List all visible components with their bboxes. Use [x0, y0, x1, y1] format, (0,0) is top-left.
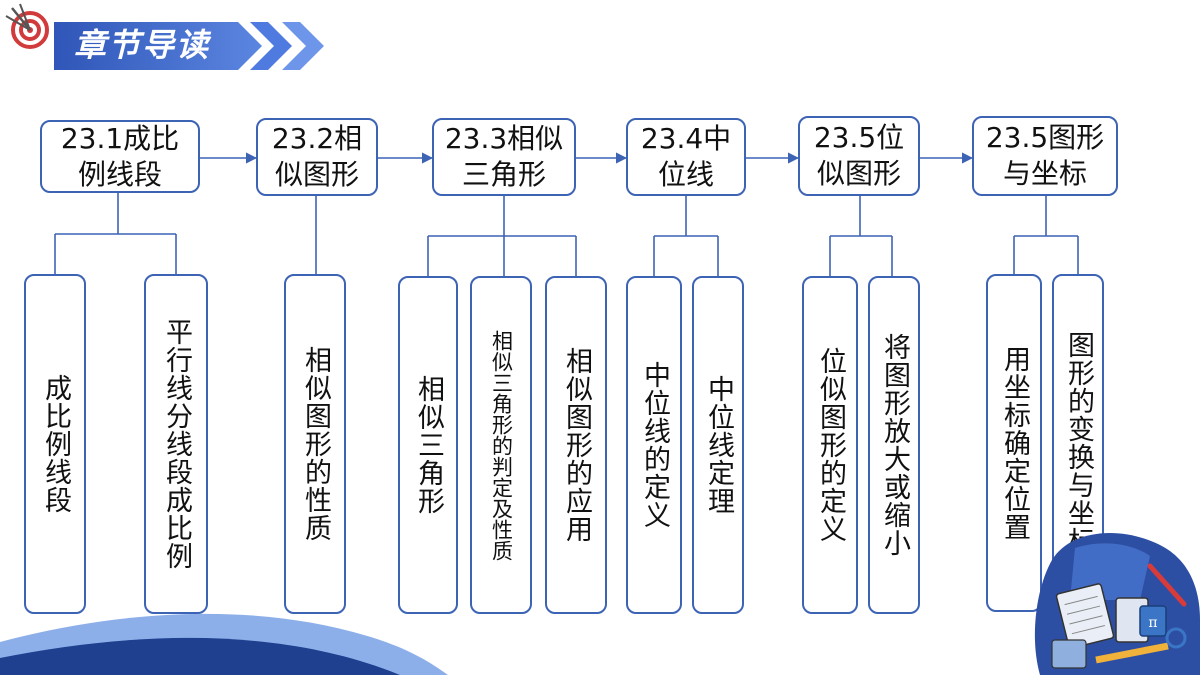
- chapter-label: 23.2相似图形: [271, 122, 363, 191]
- topic-node: 用坐标确定位置: [986, 274, 1042, 612]
- topic-label: 平行线分线段成比例: [161, 318, 192, 570]
- topic-node: 将图形放大或缩小: [868, 276, 920, 614]
- topic-label: 图形的变换与坐标: [1063, 331, 1094, 555]
- chevron-icon: [282, 22, 324, 70]
- topic-label: 中位线的定义: [639, 361, 670, 529]
- topic-label: 将图形放大或缩小: [879, 333, 910, 557]
- chapter-label: 23.1成比例线段: [60, 121, 180, 191]
- topic-node: 图形的变换与坐标: [1052, 274, 1104, 612]
- topic-label: 用坐标确定位置: [999, 345, 1030, 541]
- chapter-node-23-4: 23.4中位线: [626, 118, 746, 196]
- chapter-node-23-2: 23.2相似图形: [256, 118, 378, 196]
- topic-label: 位似图形的定义: [815, 347, 846, 543]
- chapter-label: 23.3相似三角形: [444, 122, 564, 191]
- chapter-label: 23.5图形与坐标: [985, 121, 1105, 190]
- header-banner: [5, 3, 324, 70]
- chapter-node-23-3: 23.3相似三角形: [432, 118, 576, 196]
- topic-label: 相似图形的应用: [561, 347, 592, 543]
- topic-node: 相似图形的应用: [545, 276, 607, 614]
- chapter-label: 23.4中位线: [640, 122, 732, 191]
- title-bar-shape: [54, 22, 262, 70]
- section-title: 章节导读: [74, 26, 211, 64]
- topic-label: 中位线定理: [703, 375, 734, 515]
- chapter-label: 23.5位似图形: [813, 121, 905, 190]
- chapter-node-23-1: 23.1成比例线段: [40, 120, 200, 193]
- topic-node: 相似图形的性质: [284, 274, 346, 614]
- topic-label: 相似三角形的判定及性质: [489, 329, 514, 561]
- chevron-icon: [250, 22, 292, 70]
- topic-label: 相似图形的性质: [300, 346, 331, 542]
- topic-node: 相似三角形的判定及性质: [470, 276, 532, 614]
- topic-label: 成比例线段: [40, 374, 71, 514]
- topic-node: 中位线定理: [692, 276, 744, 614]
- topic-label: 相似三角形: [413, 375, 444, 515]
- topic-node: 中位线的定义: [626, 276, 682, 614]
- topic-node: 平行线分线段成比例: [144, 274, 208, 614]
- target-icon: [5, 3, 49, 49]
- topic-node: 位似图形的定义: [802, 276, 858, 614]
- chapter-node-23-5: 23.5位似图形: [798, 116, 920, 196]
- chapter-node-23-5b: 23.5图形与坐标: [972, 116, 1118, 196]
- topic-node: 成比例线段: [24, 274, 86, 614]
- topic-node: 相似三角形: [398, 276, 458, 614]
